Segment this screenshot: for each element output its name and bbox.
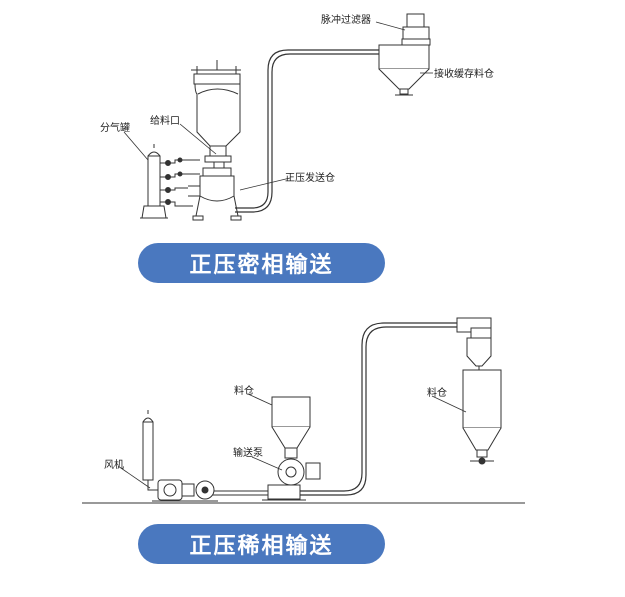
conveying-pipe-bottom (300, 322, 457, 492)
silo-left (271, 396, 311, 459)
blower (142, 410, 218, 502)
feed-hopper (191, 60, 241, 169)
dense-phase-title: 正压密相输送 (138, 243, 385, 283)
feeder-pump-label: 输送泵 (233, 446, 263, 459)
cyclone (456, 317, 492, 370)
silo-left-label: 料仓 (234, 384, 254, 397)
pulse-filter (401, 13, 431, 46)
feeder-pump (262, 458, 321, 501)
silo-right (462, 369, 502, 465)
conveying-pipe-top (235, 49, 379, 209)
dilute-phase-title: 正压稀相输送 (138, 524, 385, 564)
pressure-vessel-label: 正压发送仓 (285, 171, 335, 184)
gas-lines (160, 157, 200, 207)
gas-tank-label: 分气罐 (100, 121, 130, 134)
silo-right-label: 料仓 (427, 386, 447, 399)
gas-tank (140, 144, 168, 219)
feed-port-label: 给料口 (150, 114, 180, 127)
receiving-silo (378, 44, 430, 96)
pressure-vessel (188, 167, 242, 221)
pulse-filter-label: 脉冲过滤器 (321, 13, 371, 26)
blower-label: 风机 (104, 458, 124, 471)
receiving-silo-label: 接收缓存料仓 (434, 67, 494, 80)
